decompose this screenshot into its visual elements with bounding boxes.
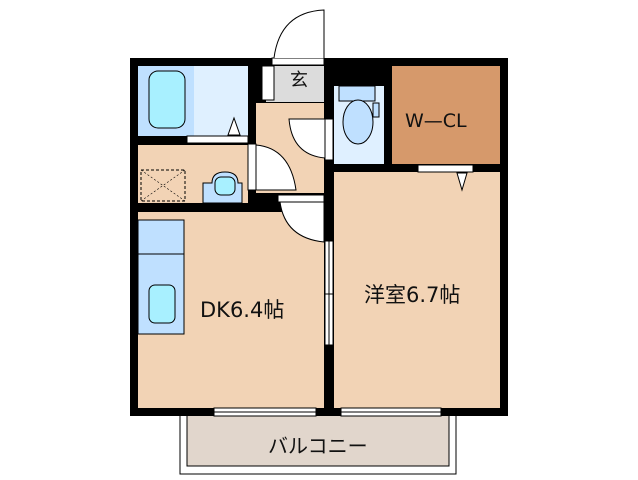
western-room-label: 洋室6.7帖 [364, 283, 461, 307]
closet-door[interactable] [417, 164, 474, 192]
dk-door[interactable] [277, 194, 325, 243]
entrance-label: 玄 [290, 70, 308, 91]
dk-window [213, 407, 317, 417]
bathroom-door[interactable] [186, 116, 249, 144]
sliding-door[interactable] [324, 240, 334, 346]
dining-kitchen-label: DK6.4帖 [200, 298, 285, 322]
entrance [266, 66, 324, 102]
sink [148, 284, 176, 324]
western-room [334, 172, 500, 408]
balcony [179, 409, 457, 475]
front-door[interactable] [271, 9, 325, 66]
walk-in-closet-label: W—CL [405, 110, 467, 132]
room-window [340, 407, 442, 417]
shoe-box [261, 65, 275, 101]
toilet-door[interactable] [288, 118, 334, 161]
walk-in-closet [392, 66, 500, 164]
bath-tub [148, 70, 186, 129]
balcony-label: バルコニー [268, 434, 368, 458]
toilet [342, 99, 374, 145]
washroom-door[interactable] [247, 143, 297, 191]
washing-machine-space [140, 169, 186, 202]
